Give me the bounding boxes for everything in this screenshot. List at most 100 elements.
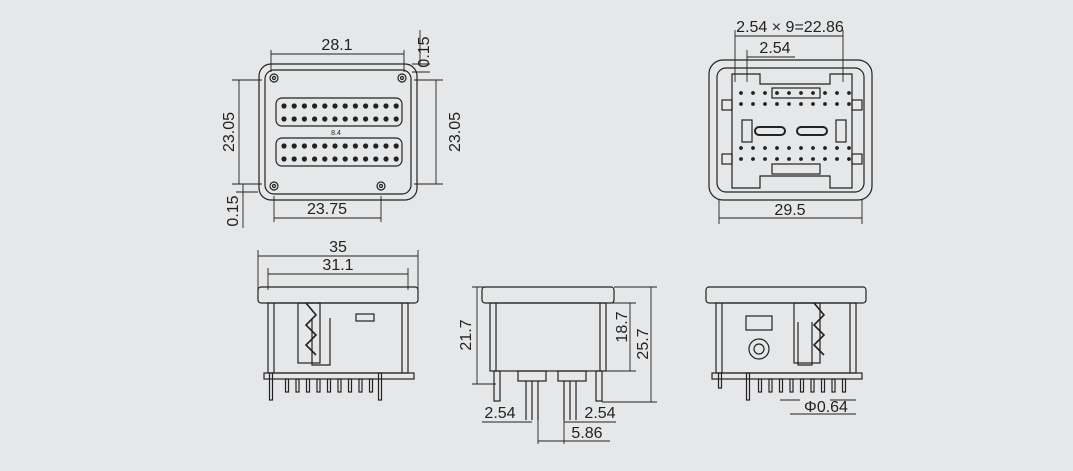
front-pin [342,156,348,162]
front-pin [383,103,389,109]
rear-pin [823,157,827,161]
front-pin-grid [281,103,399,162]
front-dim-gap-top: 0.15 [416,36,433,67]
front-dim-height-left: 23.05 [221,112,238,152]
rear-pin [847,91,851,95]
front-pin [301,143,307,149]
side-middle-dim-pitch-right: 2.54 [584,405,615,422]
front-pin [312,143,318,149]
rear-pin [811,102,815,106]
front-pin [352,116,358,122]
front-pin [291,143,297,149]
side-left-pin [305,378,311,393]
side-right-pin [841,378,847,393]
front-pin [383,143,389,149]
rear-pin [751,91,755,95]
side-view-right [705,286,867,415]
front-pin [363,156,369,162]
rear-pin [763,91,767,95]
side-middle-pins [493,370,603,420]
rear-pin [775,91,779,95]
front-outer-body [258,63,418,201]
side-right-pin [831,378,836,393]
rear-pin [799,91,803,95]
rear-pin [835,91,839,95]
side-left-pin [295,378,300,393]
front-pin [352,103,358,109]
side-right-pins [717,372,847,401]
rear-pin [811,157,815,161]
rear-pin [775,102,779,106]
side-left-dimension-lines [257,250,419,290]
side-right-pin [778,378,784,393]
front-pin [281,143,287,149]
front-pin [373,143,379,149]
front-pin [291,156,297,162]
side-left-dim-outer: 35 [329,239,347,256]
side-left-pin-long [377,372,383,401]
front-pin [342,103,348,109]
front-view [232,30,443,228]
rear-pin [751,102,755,106]
front-dim-width-top: 28.1 [321,37,352,54]
front-pin [312,116,318,122]
rear-pin [823,146,827,150]
rear-pin [739,102,743,106]
rear-pin [811,146,815,150]
rear-pin [787,102,791,106]
side-right-pin [789,378,794,393]
side-right-gauge [748,338,770,360]
front-dim-gap-bottom: 0.15 [225,195,242,226]
rear-dim-width: 29.5 [774,202,805,219]
side-right-pin [799,378,805,393]
side-left-pin [326,378,332,393]
front-pin [291,116,297,122]
side-middle-dim-pitch-left: 2.54 [484,405,515,422]
front-dimension-lines [232,30,443,228]
front-pin [393,143,399,149]
front-pin [393,103,399,109]
rear-pin [835,146,839,150]
rear-outer-body [708,59,873,201]
front-pin [342,116,348,122]
front-pin [301,156,307,162]
side-middle-dim-height-inner: 18.7 [614,311,631,342]
side-middle-dimension-lines [472,286,657,444]
rear-pin [787,146,791,150]
rear-pin [739,146,743,150]
front-center-mark: 8.4 [331,130,341,137]
front-pin [342,143,348,149]
front-pin [352,143,358,149]
rear-pin [739,91,743,95]
side-left-dim-inner: 31.1 [322,257,353,274]
front-pin [332,156,338,162]
side-left-pin [316,378,321,393]
side-left-pin [337,378,342,393]
rear-pin [847,102,851,106]
side-right-body [715,302,857,374]
side-right-pin [820,378,826,393]
front-pin [301,116,307,122]
rear-inner-body [716,67,865,193]
front-pin [363,143,369,149]
front-pin [322,103,328,109]
rear-pin [751,146,755,150]
rear-view [708,30,873,224]
rear-pin [775,146,779,150]
front-screw-holes [269,73,407,191]
rear-pin [799,146,803,150]
front-pin [281,116,287,122]
front-pin [393,116,399,122]
side-left-pin [347,378,353,393]
side-right-pin [810,378,815,393]
side-left-body [267,302,409,374]
front-pin [332,103,338,109]
side-right-pin-long [717,372,723,389]
front-pin [322,143,328,149]
front-pin [363,116,369,122]
rear-dim-pitch-total: 2.54 × 9=22.86 [736,19,844,36]
rear-pin-grid [739,91,851,161]
side-middle-dim-spacing: 5.86 [571,425,602,442]
rear-pin [787,91,791,95]
